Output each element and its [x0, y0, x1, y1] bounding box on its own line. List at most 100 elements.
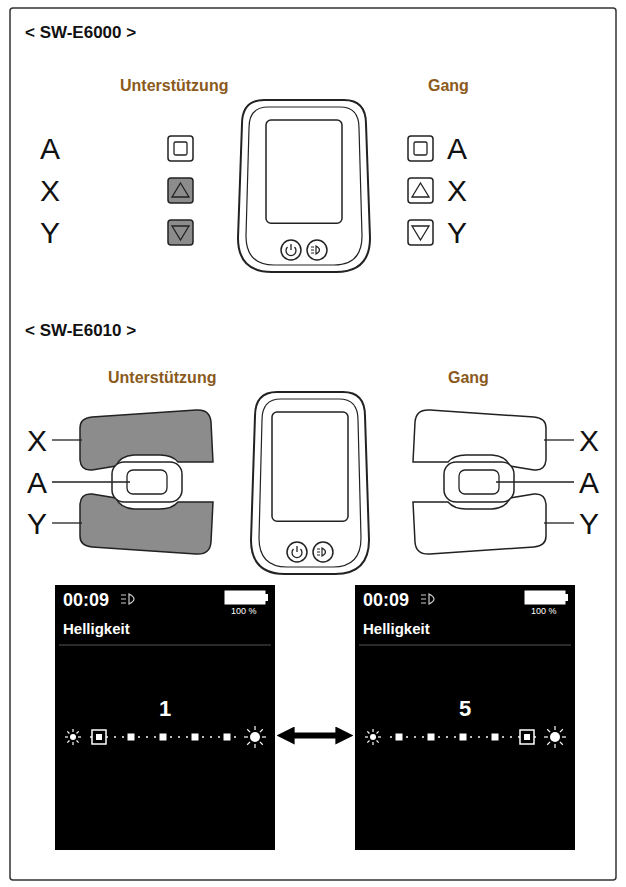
brightness-icon: [262, 736, 266, 737]
slider-dot: [170, 736, 172, 738]
assist-switch: [52, 410, 213, 554]
slider-dot: [234, 736, 236, 738]
slider-dot: [438, 736, 440, 738]
switch-button: [168, 178, 193, 203]
slider-step: [460, 734, 467, 741]
center-button-symbol: [127, 470, 167, 494]
switch-button: [408, 178, 433, 203]
slider-dot: [446, 736, 448, 738]
light-icon: [121, 603, 126, 604]
slider-dot: [138, 736, 140, 738]
light-icon: [429, 594, 434, 604]
model-name: < SW-E6010 >: [25, 322, 136, 339]
leader-line: [52, 522, 82, 523]
slider-dot: [422, 736, 424, 738]
divider-line: [59, 645, 271, 646]
display-bezel: [246, 107, 362, 265]
light-icon: [421, 603, 426, 604]
brightness-icon: [247, 742, 250, 745]
shift-lever: [80, 494, 213, 554]
slider-dot: [486, 736, 488, 738]
brightness-icon: [77, 731, 79, 733]
divider-line: [359, 645, 571, 646]
button-symbol: [172, 183, 189, 197]
brightness-icon: [547, 729, 550, 732]
button-symbol: [412, 183, 429, 197]
leader-line: [52, 439, 82, 440]
brightness-icon: [78, 736, 81, 737]
brightness-icon: [554, 744, 555, 748]
brightness-icon: [370, 734, 376, 740]
brightness-icon: [372, 729, 373, 732]
leader-line: [52, 481, 130, 482]
slider-selected: [92, 730, 106, 744]
group-heading: Gang: [448, 370, 489, 386]
brightness-icon: [244, 736, 248, 737]
light-icon: [311, 250, 314, 251]
light-icon: [129, 594, 134, 604]
light-icon: [316, 246, 320, 254]
brightness-icon: [72, 742, 73, 745]
brightness-icon: [77, 741, 79, 743]
double-arrow: [291, 733, 339, 739]
brightness-icon: [260, 729, 263, 732]
button-letter: Y: [579, 509, 599, 539]
brightness-icon: [562, 736, 566, 737]
slider-step: [160, 734, 167, 741]
slider-dot: [178, 736, 180, 738]
button-letter: Y: [447, 218, 467, 248]
brightness-icon: [254, 726, 255, 730]
group-heading: Gang: [428, 78, 469, 94]
button-face: [408, 220, 433, 245]
frame: [10, 8, 616, 880]
display-unit: [251, 392, 369, 574]
battery-tip: [565, 594, 568, 601]
button-letter: X: [27, 426, 47, 456]
button-face: [168, 178, 193, 203]
slider-selected: [524, 734, 530, 740]
light-icon: [311, 253, 314, 254]
light-icon: [421, 595, 426, 596]
switch-button: [408, 136, 433, 161]
leader-line: [544, 439, 574, 440]
power-icon: [290, 244, 291, 250]
display-bezel: [259, 399, 361, 567]
battery-text: 100 %: [231, 607, 257, 617]
brightness-value: 5: [355, 697, 575, 721]
button-letter: A: [40, 134, 60, 164]
button-letter: A: [447, 134, 467, 164]
shift-switch: [413, 410, 574, 554]
slider-step: [396, 734, 403, 741]
brightness-icon: [367, 731, 369, 733]
slider-step: [192, 734, 199, 741]
leader-line: [496, 481, 574, 482]
brightness-icon: [560, 729, 563, 732]
display-housing: [251, 392, 369, 574]
light-icon: [317, 552, 320, 553]
slider-step: [224, 734, 231, 741]
button-letter: X: [40, 176, 60, 206]
button-letter: Y: [27, 509, 47, 539]
brightness-icon: [560, 742, 563, 745]
slider-dot: [122, 736, 124, 738]
display-screen: [266, 120, 342, 223]
brightness-icon: [554, 726, 555, 730]
slider-dot: [390, 736, 392, 738]
brightness-icon: [378, 736, 381, 737]
brightness-icon: [72, 729, 73, 732]
display-button: [307, 240, 327, 260]
slider-dot: [210, 736, 212, 738]
group-heading: Unterstützung: [108, 370, 216, 386]
light-icon: [121, 599, 126, 600]
brightness-icon: [367, 741, 369, 743]
display-unit: [238, 100, 370, 272]
display-screen: 00:09100 %Helligkeit1: [55, 585, 275, 850]
model-name: < SW-E6000 >: [25, 24, 136, 41]
slider-dot: [478, 736, 480, 738]
brightness-icon: [260, 742, 263, 745]
switch-button: [168, 136, 193, 161]
light-icon: [121, 595, 126, 596]
switch-button: [408, 220, 433, 245]
slider-step: [492, 734, 499, 741]
display-button: [281, 240, 301, 260]
